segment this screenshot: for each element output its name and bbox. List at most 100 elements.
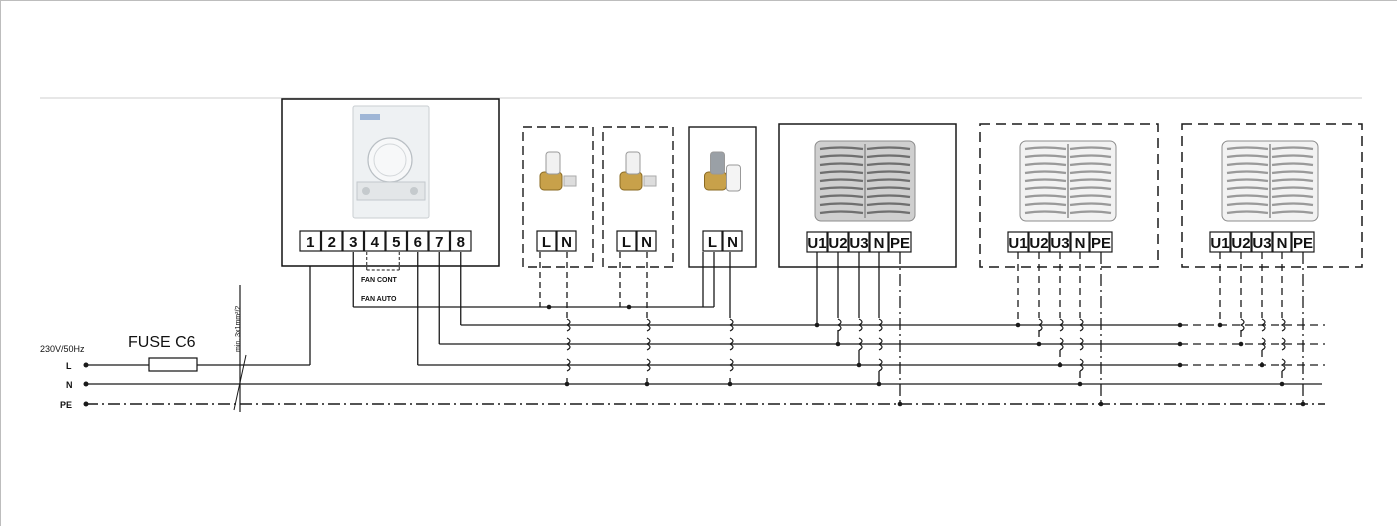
junction-dot: [856, 362, 862, 368]
wire-crossover: [565, 337, 571, 351]
junction-dot: [1300, 401, 1306, 407]
fan-unit-3-terminal-U2: U2: [1230, 231, 1252, 253]
grille-louver: [1024, 170, 1112, 175]
thermostat-terminal-3-label: 3: [349, 234, 357, 251]
junction-dot: [1259, 362, 1265, 368]
wire-crossover: [728, 318, 734, 332]
valve-port: [563, 175, 577, 187]
thermostat-terminal-7: 7: [428, 230, 451, 252]
thermostat-terminal-6: 6: [406, 230, 429, 252]
fan-unit-1-terminal-PE: PE: [888, 231, 912, 253]
fan-unit-1-terminal-U3-label: U3: [849, 235, 868, 252]
grille-louver: [1226, 154, 1314, 159]
grille-louver: [1024, 154, 1112, 159]
junction-dot: [1057, 362, 1063, 368]
valve-actuator: [545, 151, 561, 175]
valve-1-terminal-L-box: [536, 230, 557, 252]
fan-unit-1-terminal-U2-label: U2: [828, 235, 847, 252]
wire-crossover: [645, 358, 651, 372]
valve-1-terminal-N: N: [556, 230, 577, 252]
grille-louver: [1226, 162, 1314, 167]
fan-unit-2-terminal-PE-label: PE: [1091, 235, 1111, 252]
thermostat-terminal-3: 3: [342, 230, 365, 252]
thermostat-dial: [367, 137, 413, 183]
fan-unit-1-terminal-N-label: N: [874, 235, 885, 252]
junction-dot: [814, 322, 820, 328]
grille-louver: [1024, 162, 1112, 167]
thermostat-terminal-6-box: [406, 230, 429, 252]
valve-1-terminal-L: L: [536, 230, 557, 252]
valve-3-terminal-N: N: [722, 230, 743, 252]
junction-dot: [727, 381, 733, 387]
fan-unit-3-terminal-U3-label: U3: [1252, 235, 1271, 252]
grille-louver: [1024, 178, 1112, 183]
fan-unit-3-terminal-N: N: [1272, 231, 1292, 253]
grille-louver: [1226, 146, 1314, 151]
fan-unit-2-terminal-N-label: N: [1075, 235, 1086, 252]
fan-unit-3-terminal-U1-label: U1: [1210, 235, 1229, 252]
fan-unit-1-terminal-PE-label: PE: [890, 235, 910, 252]
fan-unit-2-terminal-N: N: [1070, 231, 1090, 253]
grille-louver: [1226, 178, 1314, 183]
fan-unit-2-terminal-PE: PE: [1089, 231, 1113, 253]
valve-2-terminal-L: L: [616, 230, 637, 252]
grille-louver: [1024, 146, 1112, 151]
wire-crossover: [877, 337, 883, 351]
grille-louver: [1226, 170, 1314, 175]
thermostat-terminal-1: 1: [299, 230, 322, 252]
wire-crossover: [645, 318, 651, 332]
valve-body: [619, 171, 643, 191]
thermostat-terminal-5-label: 5: [392, 234, 400, 251]
fan-unit-3-terminal-PE-label: PE: [1293, 235, 1313, 252]
junction-dot: [897, 401, 903, 407]
junction-dot: [1279, 381, 1285, 387]
valve-1-terminal-N-box: [556, 230, 577, 252]
wire-crossover: [1280, 318, 1286, 332]
supply-bus: [83, 250, 1325, 412]
valve-2-terminal-N-box: [636, 230, 657, 252]
wire-crossover: [728, 358, 734, 372]
thermostat-terminal-7-box: [428, 230, 451, 252]
junction-dot: [1015, 322, 1021, 328]
valve-actuator: [710, 151, 725, 175]
fan-unit-grille-3: [1221, 140, 1319, 222]
wiring-lines: [417, 252, 1325, 407]
junction-dot: [1238, 341, 1244, 347]
valve-2-terminal-L-box: [616, 230, 637, 252]
junction-dot: [1177, 322, 1183, 328]
valve-1-terminal-L-label: L: [542, 234, 551, 251]
grille-louver: [1226, 202, 1314, 207]
thermostat-terminal-7-label: 7: [435, 234, 443, 251]
fan-unit-1-terminal-U3: U3: [848, 231, 870, 253]
thermostat-terminal-4-label: 4: [371, 234, 380, 251]
supply-voltage-label: 230V/50Hz: [40, 344, 85, 354]
cable-spec-label: min. 3x1mm²/2: [235, 306, 242, 352]
junction-dot: [1098, 401, 1104, 407]
valve-2-terminal-N: N: [636, 230, 657, 252]
grille-louver: [819, 162, 911, 167]
wire-crossover: [1260, 337, 1266, 351]
grille-louver: [819, 178, 911, 183]
thermostat-device: [352, 105, 430, 219]
valve-1-terminal-N-label: N: [561, 234, 572, 251]
thermostat-terminal-8: 8: [449, 230, 472, 252]
wire-crossover: [1078, 318, 1084, 332]
thermostat-terminal-8-label: 8: [457, 234, 465, 251]
junction-dot: [644, 381, 650, 387]
fan-unit-1-terminal-U1-label: U1: [807, 235, 826, 252]
wire-crossover: [565, 318, 571, 332]
wire-crossover: [877, 318, 883, 332]
valve-3-terminal-L: L: [702, 230, 723, 252]
grille-louver: [819, 170, 911, 175]
thermostat-terminal-1-box: [299, 230, 322, 252]
wire-crossover: [1058, 337, 1064, 351]
fan-unit-3-terminal-N-label: N: [1277, 235, 1288, 252]
valve-2-terminal-L-label: L: [622, 234, 631, 251]
grille-louver: [1226, 194, 1314, 199]
grille-louver: [1226, 186, 1314, 191]
grille-louver: [1024, 202, 1112, 207]
grille-louver: [1024, 210, 1112, 215]
